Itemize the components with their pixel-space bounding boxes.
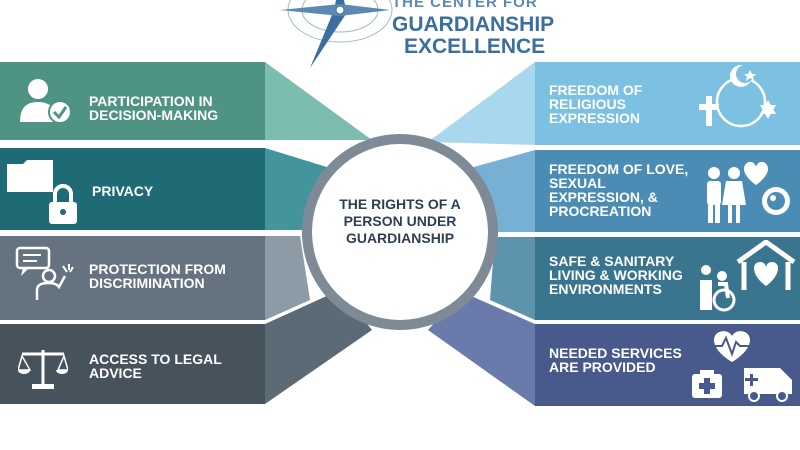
- medical-services-icon: [692, 331, 792, 402]
- left-band-4: [0, 290, 372, 404]
- right-label-legal-advice: ACCESS TO LEGAL ADVICE: [89, 351, 222, 381]
- right-label-religious: FREEDOM OF RELIGIOUS EXPRESSION: [549, 82, 643, 126]
- compass-icon: [280, 0, 393, 68]
- home-heart-icon: [700, 240, 796, 312]
- center-title: THE RIGHTS OF A PERSON UNDER GUARDIANSHI…: [339, 196, 461, 246]
- person-check-icon: [20, 79, 72, 124]
- religious-symbols-icon: [699, 65, 776, 128]
- right-label-love: FREEDOM OF LOVE, SEXUAL EXPRESSION, & PR…: [549, 161, 689, 219]
- scales-icon: [18, 350, 68, 389]
- right-label-participation: PARTICIPATION IN DECISION-MAKING: [89, 93, 219, 123]
- logo-line-2: GUARDIANSHIP: [392, 13, 555, 36]
- header: THE CENTER FOR GUARDIANSHIP EXCELLENCE: [0, 0, 800, 68]
- logo-line-3: EXCELLENCE: [404, 35, 546, 58]
- right-label-privacy: PRIVACY: [92, 183, 154, 199]
- couple-heart-icon: [707, 161, 790, 223]
- left-band-3: [0, 236, 310, 320]
- right-label-needed-services: NEEDED SERVICES ARE PROVIDED: [549, 345, 682, 375]
- right-label-protection: PROTECTION FROM DISCRIMINATION: [89, 261, 226, 291]
- logo-text: THE CENTER FOR GUARDIANSHIP EXCELLENCE: [392, 0, 554, 58]
- logo-line-1: THE CENTER FOR: [392, 0, 538, 11]
- right-label-safe-environments: SAFE & SANITARY LIVING & WORKING ENVIRON…: [549, 253, 683, 297]
- center-circle: [312, 144, 488, 320]
- folder-lock-icon: [7, 160, 77, 224]
- speech-person-icon: [15, 246, 74, 300]
